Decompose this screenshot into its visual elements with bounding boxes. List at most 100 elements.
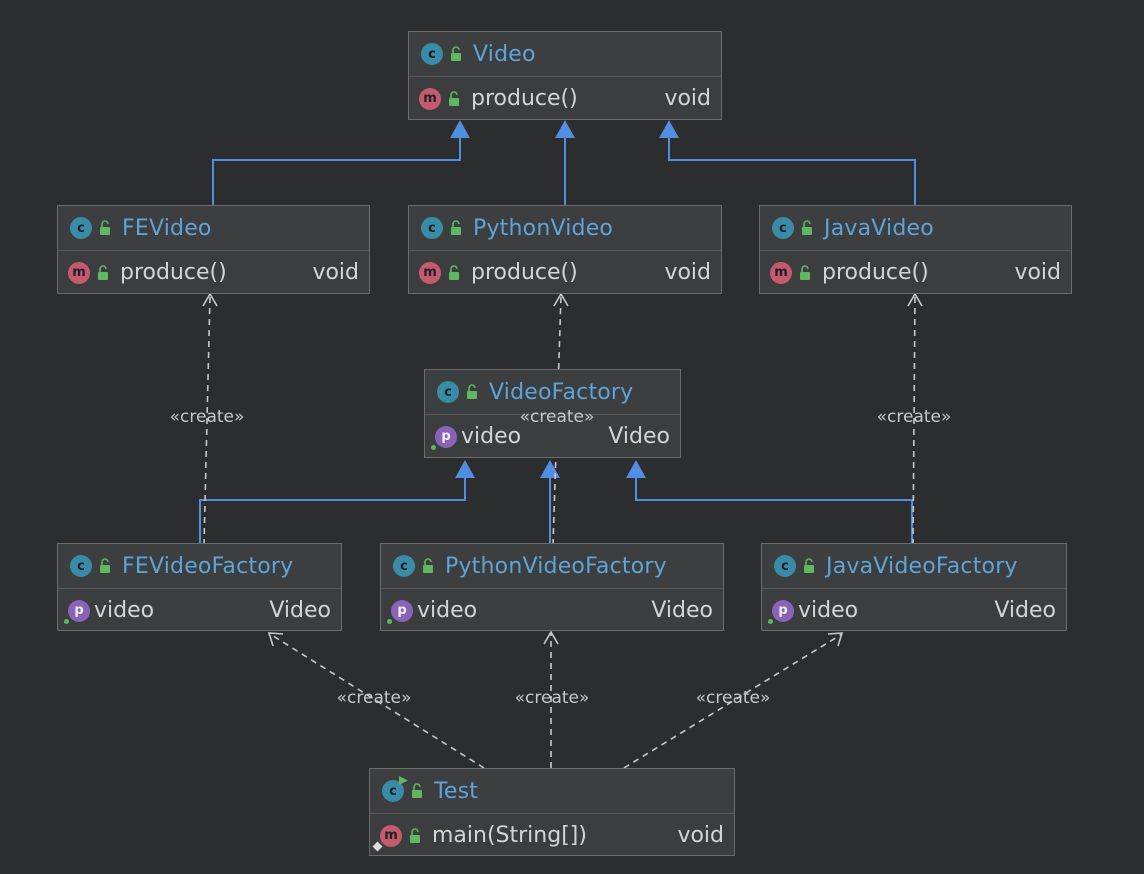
method-badge-icon: m: [372, 824, 402, 851]
class-badge-icon: c: [772, 217, 794, 239]
class-name: PythonVideo: [473, 215, 614, 241]
class-pythonvideo[interactable]: c PythonVideo m produce() void: [408, 205, 722, 294]
field-row[interactable]: p video Video: [425, 415, 680, 458]
lock-icon: [100, 220, 110, 235]
class-badge-icon: c: [393, 555, 415, 577]
class-name: JavaVideo: [824, 215, 934, 241]
inheritance-arrowhead-fevideo-video: [450, 120, 470, 138]
field-row[interactable]: p video Video: [381, 589, 723, 632]
method-row[interactable]: m main(String[]) void: [370, 814, 734, 857]
class-header: c JavaVideoFactory: [762, 544, 1066, 589]
lock-icon: [412, 783, 422, 798]
dot-icon: [387, 618, 392, 624]
create-label-python: «create»: [519, 407, 595, 427]
field-row[interactable]: p video Video: [58, 589, 341, 632]
class-name: Test: [434, 778, 479, 804]
lock-icon: [451, 46, 461, 61]
class-javavideofactory[interactable]: c JavaVideoFactory p video Video: [761, 543, 1067, 631]
field-name: video: [461, 424, 522, 449]
class-badge-icon: c: [437, 381, 459, 403]
method-row[interactable]: m produce() void: [409, 251, 721, 294]
property-badge-letter: p: [441, 429, 451, 444]
return-type: void: [1014, 260, 1061, 285]
lock-icon: [804, 558, 814, 573]
class-badge-icon: c: [382, 776, 408, 802]
method-badge-icon: m: [770, 261, 792, 284]
class-badge-icon: c: [421, 43, 443, 65]
class-header: c Test: [370, 769, 734, 814]
field-type: Video: [994, 598, 1056, 623]
class-header: c Video: [409, 32, 721, 77]
return-type: void: [312, 260, 359, 285]
property-badge-letter: p: [397, 603, 407, 618]
return-type: void: [677, 823, 724, 848]
method-badge-icon: m: [419, 261, 441, 284]
create-arrowhead-test-pythonvideofactory: [543, 630, 559, 645]
create-line-javavideofactory-javavideo: [912, 295, 916, 546]
lock-icon: [800, 264, 810, 280]
class-name: PythonVideoFactory: [445, 553, 667, 579]
method-row[interactable]: m produce() void: [760, 251, 1071, 294]
create-arrowhead-test-javavideofactory: [827, 632, 844, 647]
lock-icon: [98, 264, 108, 280]
create-line-test-fevideofactory: [269, 633, 485, 769]
inheritance-arrowhead-pythonvideofactory-videofactory: [540, 460, 560, 478]
lock-icon: [451, 220, 461, 235]
property-badge-icon: p: [64, 599, 90, 624]
inheritance-line-fevideofactory-videofactory: [199, 476, 466, 545]
property-badge-letter: p: [778, 603, 788, 618]
lock-icon: [802, 220, 812, 235]
lock-icon: [449, 90, 459, 106]
class-name: JavaVideoFactory: [826, 553, 1018, 579]
create-arrowhead-test-fevideofactory: [267, 632, 284, 647]
field-name: video: [94, 598, 155, 623]
class-fevideofactory[interactable]: c FEVideoFactory p video Video: [57, 543, 342, 631]
field-row[interactable]: p video Video: [762, 589, 1066, 632]
class-header: c PythonVideo: [409, 206, 721, 251]
lock-icon: [423, 558, 433, 573]
static-icon: [372, 841, 383, 851]
create-arrowhead-pythonvideofactory-pythonvideo: [553, 292, 569, 307]
class-badge-icon: c: [70, 217, 92, 239]
inheritance-arrowhead-javavideo-video: [659, 120, 679, 138]
inheritance-line-javavideofactory-videofactory: [635, 476, 913, 545]
field-type: Video: [651, 598, 713, 623]
field-name: video: [798, 598, 859, 623]
class-header: c JavaVideo: [760, 206, 1071, 251]
class-pythonvideofactory[interactable]: c PythonVideoFactory p video Video: [380, 543, 724, 631]
class-videofactory[interactable]: c VideoFactory p video Video: [424, 369, 681, 458]
property-badge-icon: p: [431, 425, 457, 450]
method-name: produce(): [471, 260, 578, 285]
field-type: Video: [269, 598, 331, 623]
create-arrowhead-javavideofactory-javavideo: [907, 292, 923, 307]
dot-icon: [64, 618, 69, 624]
property-badge-letter: p: [74, 603, 84, 618]
class-header: c FEVideoFactory: [58, 544, 341, 589]
create-arrowhead-fevideofactory-fevideo: [202, 292, 218, 307]
class-fevideo[interactable]: c FEVideo m produce() void: [57, 205, 370, 294]
class-video[interactable]: c Video m produce() void: [408, 31, 722, 120]
method-row[interactable]: m produce() void: [58, 251, 369, 294]
class-javavideo[interactable]: c JavaVideo m produce() void: [759, 205, 1072, 294]
class-header: c VideoFactory: [425, 370, 680, 415]
inheritance-arrowhead-fevideofactory-videofactory: [455, 460, 475, 478]
class-name: VideoFactory: [489, 379, 634, 405]
class-badge-icon: c: [774, 555, 796, 577]
class-badge-letter: c: [389, 783, 397, 799]
method-badge-icon: m: [419, 87, 441, 110]
create-line-fevideofactory-fevideo: [203, 295, 211, 546]
class-name: Video: [473, 41, 536, 67]
class-test[interactable]: c Test m main(String[]) void: [369, 768, 735, 856]
method-badge-letter: m: [384, 828, 398, 843]
return-type: void: [664, 86, 711, 111]
class-badge-icon: c: [70, 555, 92, 577]
lock-icon: [100, 558, 110, 573]
method-badge-icon: m: [68, 261, 90, 284]
method-name: produce(): [120, 260, 227, 285]
create-label-fe: «create»: [169, 407, 245, 427]
inheritance-line-javavideo-video: [668, 136, 916, 205]
class-header: c FEVideo: [58, 206, 369, 251]
method-row[interactable]: m produce() void: [409, 77, 721, 120]
property-badge-icon: p: [387, 599, 413, 624]
